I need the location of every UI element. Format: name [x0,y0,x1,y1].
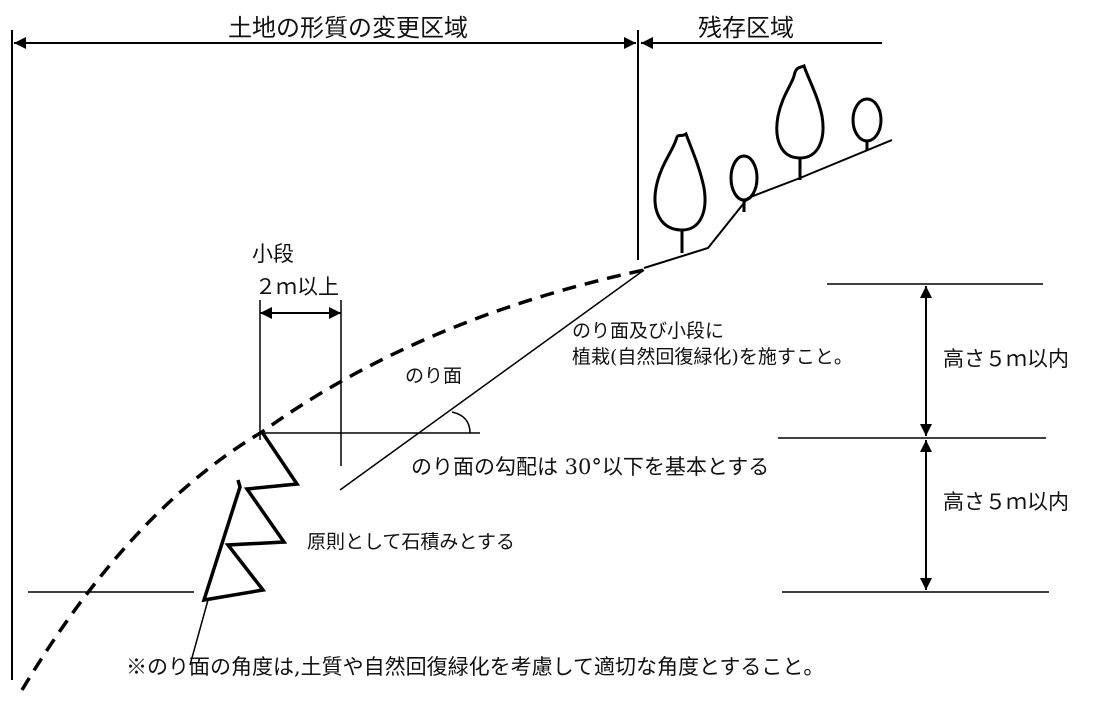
remaining-area-label: 残存区域 [698,14,794,42]
stone-masonry-label: 原則として石積みとする [307,531,515,553]
tree-icon [653,131,707,253]
height-lower-label: 高さ５ｍ以内 [943,490,1069,514]
height-upper-label: 高さ５ｍ以内 [943,347,1069,371]
angle-arc [451,411,471,434]
footnote: ※のり面の角度は,土質や自然回復緑化を考慮して適切な角度とすること。 [126,655,825,679]
footnote-leader-line [189,599,209,666]
berm-label: 小段 [252,242,294,266]
planting-note-line2: 植栽(自然回復緑化)を施すこと。 [572,346,853,368]
slope-face-line [339,269,645,491]
planting-note-line1: のり面及び小段に [572,320,725,342]
gradient-note: のり面の勾配は 30°以下を基本とする [411,455,770,479]
tree-icon [729,154,759,212]
tree-icon [851,97,883,151]
slope-face-label: のり面 [405,365,463,387]
stone-masonry-wall [201,431,301,603]
change-area-label: 土地の形質の変更区域 [228,14,468,42]
berm-width-label: ２ｍ以上 [255,275,339,299]
original-ground-dashed-curve [20,268,645,691]
tree-icon [775,63,825,180]
